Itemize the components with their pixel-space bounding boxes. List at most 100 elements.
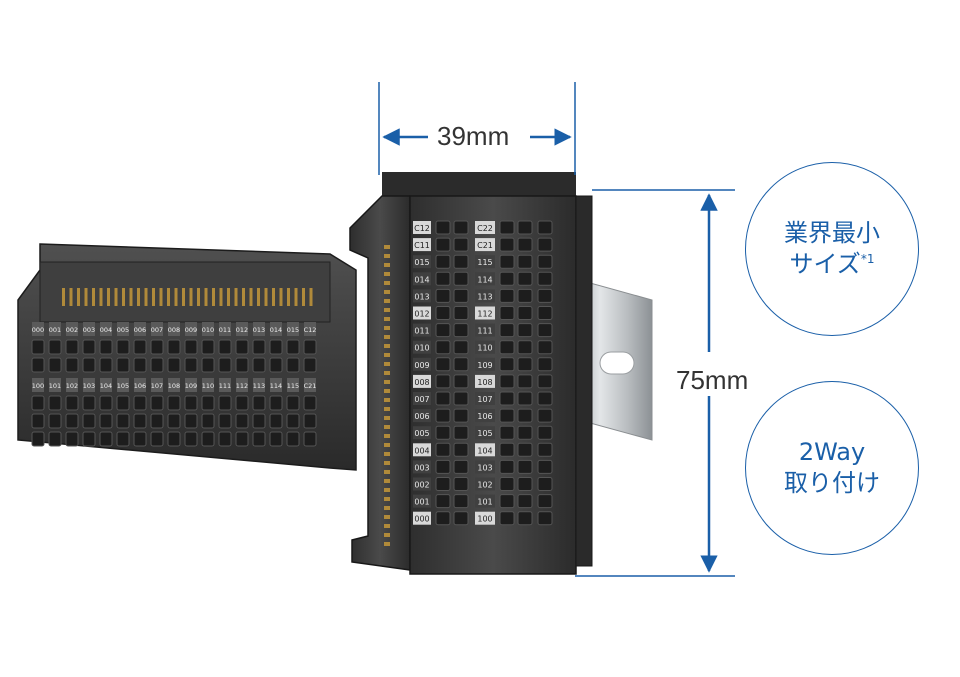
terminal-hole — [133, 357, 147, 373]
terminal-hole — [517, 288, 533, 303]
terminal-label-plate — [413, 426, 431, 440]
header-pin — [309, 288, 313, 306]
terminal-label-plate — [287, 378, 299, 392]
terminal-hole — [453, 271, 469, 286]
header-pin — [197, 288, 200, 306]
terminal-hole — [499, 408, 515, 423]
terminal-label-plate — [151, 322, 163, 336]
terminal-label-bottom: 108 — [168, 382, 180, 390]
terminal-label-right: C22 — [477, 224, 493, 233]
terminal-hole — [453, 323, 469, 338]
terminal-hole — [286, 431, 300, 447]
terminal-label-top: 000 — [32, 326, 44, 334]
terminal-label-plate — [236, 378, 248, 392]
terminal-label-left: 004 — [414, 446, 429, 455]
terminal-hole — [537, 425, 553, 440]
terminal-label-plate — [413, 340, 431, 354]
terminal-hole — [517, 511, 533, 526]
terminal-label-plate — [413, 255, 431, 269]
terminal-hole — [133, 431, 147, 447]
terminal-hole — [82, 431, 96, 447]
terminal-hole — [133, 339, 147, 355]
terminal-hole — [269, 357, 283, 373]
terminal-label-plate — [32, 322, 44, 336]
terminal-label-right: 103 — [477, 463, 492, 472]
terminal-hole — [303, 431, 317, 447]
terminal-label-plate — [475, 494, 495, 508]
terminal-hole — [269, 431, 283, 447]
terminal-label-plate — [134, 378, 146, 392]
connector-pin — [384, 389, 390, 393]
connector-pin — [384, 452, 390, 456]
terminal-hole — [453, 459, 469, 474]
terminal-hole — [435, 288, 451, 303]
terminal-hole — [99, 431, 113, 447]
terminal-hole — [65, 357, 79, 373]
terminal-hole — [167, 339, 181, 355]
terminal-hole — [150, 339, 164, 355]
connector-pin — [384, 299, 390, 303]
terminal-hole — [303, 413, 317, 429]
terminal-label-plate — [475, 289, 495, 303]
terminal-label-plate — [66, 322, 78, 336]
terminal-hole — [150, 357, 164, 373]
terminal-label-plate — [413, 494, 431, 508]
terminal-hole — [537, 494, 553, 509]
connector-pin — [384, 317, 390, 321]
terminal-label-right: 108 — [477, 378, 492, 387]
connector-pin — [384, 542, 390, 546]
terminal-hole — [133, 395, 147, 411]
terminal-label-plate — [475, 272, 495, 286]
terminal-label-plate — [413, 323, 431, 337]
terminal-label-plate — [219, 378, 231, 392]
terminal-hole — [537, 220, 553, 235]
terminal-label-plate — [413, 289, 431, 303]
terminal-hole — [517, 408, 533, 423]
terminal-hole — [235, 431, 249, 447]
terminal-hole — [184, 413, 198, 429]
terminal-hole — [453, 306, 469, 320]
header-pin — [114, 288, 118, 306]
terminal-hole — [499, 477, 515, 491]
terminal-label-top: 008 — [168, 326, 180, 334]
terminal-hole — [537, 254, 553, 269]
header-pin — [204, 288, 208, 306]
terminal-hole — [537, 477, 553, 491]
terminal-label-bottom: 112 — [236, 382, 248, 390]
terminal-label-plate — [270, 322, 282, 336]
connector-pin — [384, 362, 390, 366]
terminal-hole — [150, 413, 164, 429]
terminal-hole — [201, 431, 215, 447]
terminal-hole — [99, 395, 113, 411]
terminal-hole — [82, 357, 96, 373]
terminal-hole — [435, 374, 451, 389]
terminal-label-bottom: 111 — [219, 382, 231, 390]
terminal-label-plate — [117, 378, 129, 392]
terminal-label-plate — [134, 322, 146, 336]
connector-pin — [384, 515, 390, 519]
header-pin — [294, 288, 298, 306]
terminal-label-right: 105 — [477, 429, 492, 438]
terminal-hole — [517, 271, 533, 286]
connector-pin — [384, 470, 390, 474]
terminal-hole — [537, 288, 553, 303]
terminal-label-left: 011 — [414, 327, 429, 336]
size-badge-footnote: *1 — [860, 252, 875, 266]
header-pin — [302, 288, 305, 306]
terminal-label-left: 005 — [414, 429, 429, 438]
header-pin — [77, 288, 80, 306]
mount-badge-line1: 2Way — [798, 437, 866, 466]
terminal-label-plate — [475, 357, 495, 371]
terminal-hole — [48, 395, 62, 411]
terminal-label-right: 101 — [477, 498, 492, 507]
terminal-label-plate — [413, 477, 431, 491]
terminal-hole — [499, 306, 515, 320]
terminal-label-plate — [304, 378, 316, 392]
terminal-hole — [435, 425, 451, 440]
terminal-hole — [167, 413, 181, 429]
terminal-hole — [537, 271, 553, 286]
header-pin — [122, 288, 125, 306]
terminal-label-top: C12 — [304, 326, 317, 334]
terminal-label-plate — [475, 460, 495, 474]
